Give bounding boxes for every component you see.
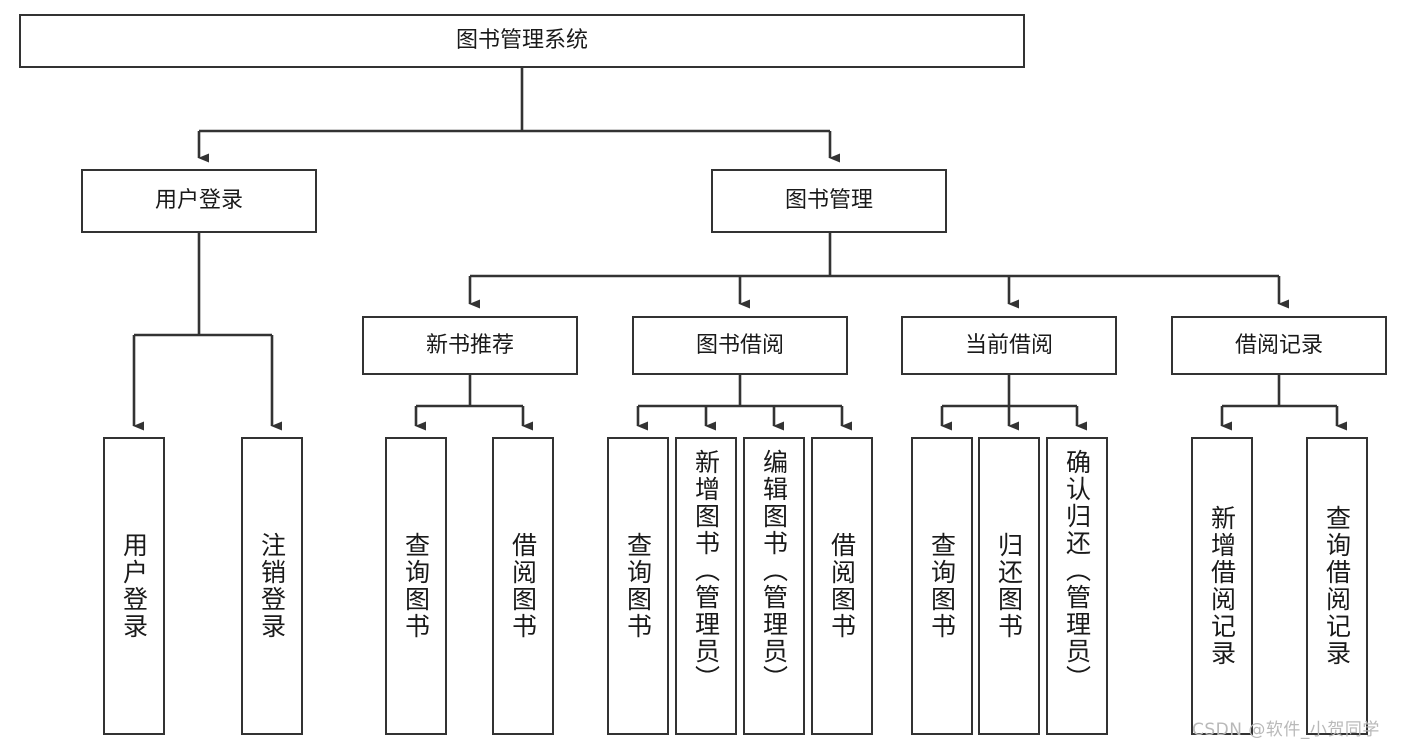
node-label: 图书借阅 (695, 332, 784, 358)
edges-booklist-to-level3 (468, 233, 1289, 309)
leaf-user-login-login[interactable]: 用户登录 (103, 437, 165, 735)
node-label: 注销登录 (257, 532, 287, 640)
edges-userlogin-to-leaves (132, 233, 282, 431)
leaf-current-borrow-query[interactable]: 查询图书 (911, 437, 973, 735)
csdn-watermark: CSDN @软件_小贺同学 (1192, 720, 1380, 740)
leaf-book-borrow-add[interactable]: 新增图书（管理员） (675, 437, 737, 735)
node-label: 查询图书 (401, 532, 431, 640)
node-label: 查询图书 (623, 532, 653, 640)
node-label: 查询借阅记录 (1322, 505, 1352, 667)
edges-borrowrecord-to-leaves (1220, 375, 1347, 431)
leaf-book-borrow-borrow[interactable]: 借阅图书 (811, 437, 873, 735)
node-label: 编辑图书（管理员） (759, 449, 789, 692)
node-book-borrow[interactable]: 图书借阅 (632, 316, 848, 375)
leaf-user-login-logout[interactable]: 注销登录 (241, 437, 303, 735)
node-book-management[interactable]: 图书管理 (711, 169, 947, 233)
edges-root-to-level2 (197, 68, 840, 163)
node-label: 新增图书（管理员） (691, 449, 721, 692)
node-label: 新书推荐 (425, 332, 514, 358)
edges-newbook-to-leaves (414, 375, 533, 431)
node-current-borrow[interactable]: 当前借阅 (901, 316, 1117, 375)
leaf-current-borrow-return[interactable]: 归还图书 (978, 437, 1040, 735)
node-label: 用户登录 (119, 532, 149, 640)
node-label: 当前借阅 (964, 332, 1053, 358)
node-label: 新增借阅记录 (1207, 505, 1237, 667)
leaf-new-book-borrow[interactable]: 借阅图书 (492, 437, 554, 735)
node-root-system[interactable]: 图书管理系统 (19, 14, 1025, 68)
node-user-login[interactable]: 用户登录 (81, 169, 317, 233)
node-label: 确认归还（管理员） (1062, 449, 1092, 692)
node-label: 借阅图书 (508, 532, 538, 640)
leaf-new-book-query[interactable]: 查询图书 (385, 437, 447, 735)
node-label: 图书管理系统 (455, 28, 588, 54)
node-new-book-recommend[interactable]: 新书推荐 (362, 316, 578, 375)
leaf-borrow-record-add[interactable]: 新增借阅记录 (1191, 437, 1253, 735)
node-label: 借阅记录 (1234, 332, 1323, 358)
node-label: 图书管理 (784, 188, 873, 214)
leaf-book-borrow-edit[interactable]: 编辑图书（管理员） (743, 437, 805, 735)
edges-currentborrow-to-leaves (940, 375, 1087, 431)
edges-bookborrow-to-leaves (636, 375, 852, 431)
leaf-book-borrow-query[interactable]: 查询图书 (607, 437, 669, 735)
leaf-current-borrow-confirm-return[interactable]: 确认归还（管理员） (1046, 437, 1108, 735)
node-borrow-record[interactable]: 借阅记录 (1171, 316, 1387, 375)
node-label: 查询图书 (927, 532, 957, 640)
node-label: 借阅图书 (827, 532, 857, 640)
leaf-borrow-record-query[interactable]: 查询借阅记录 (1306, 437, 1368, 735)
node-label: 用户登录 (154, 188, 243, 214)
node-label: 归还图书 (994, 532, 1024, 640)
